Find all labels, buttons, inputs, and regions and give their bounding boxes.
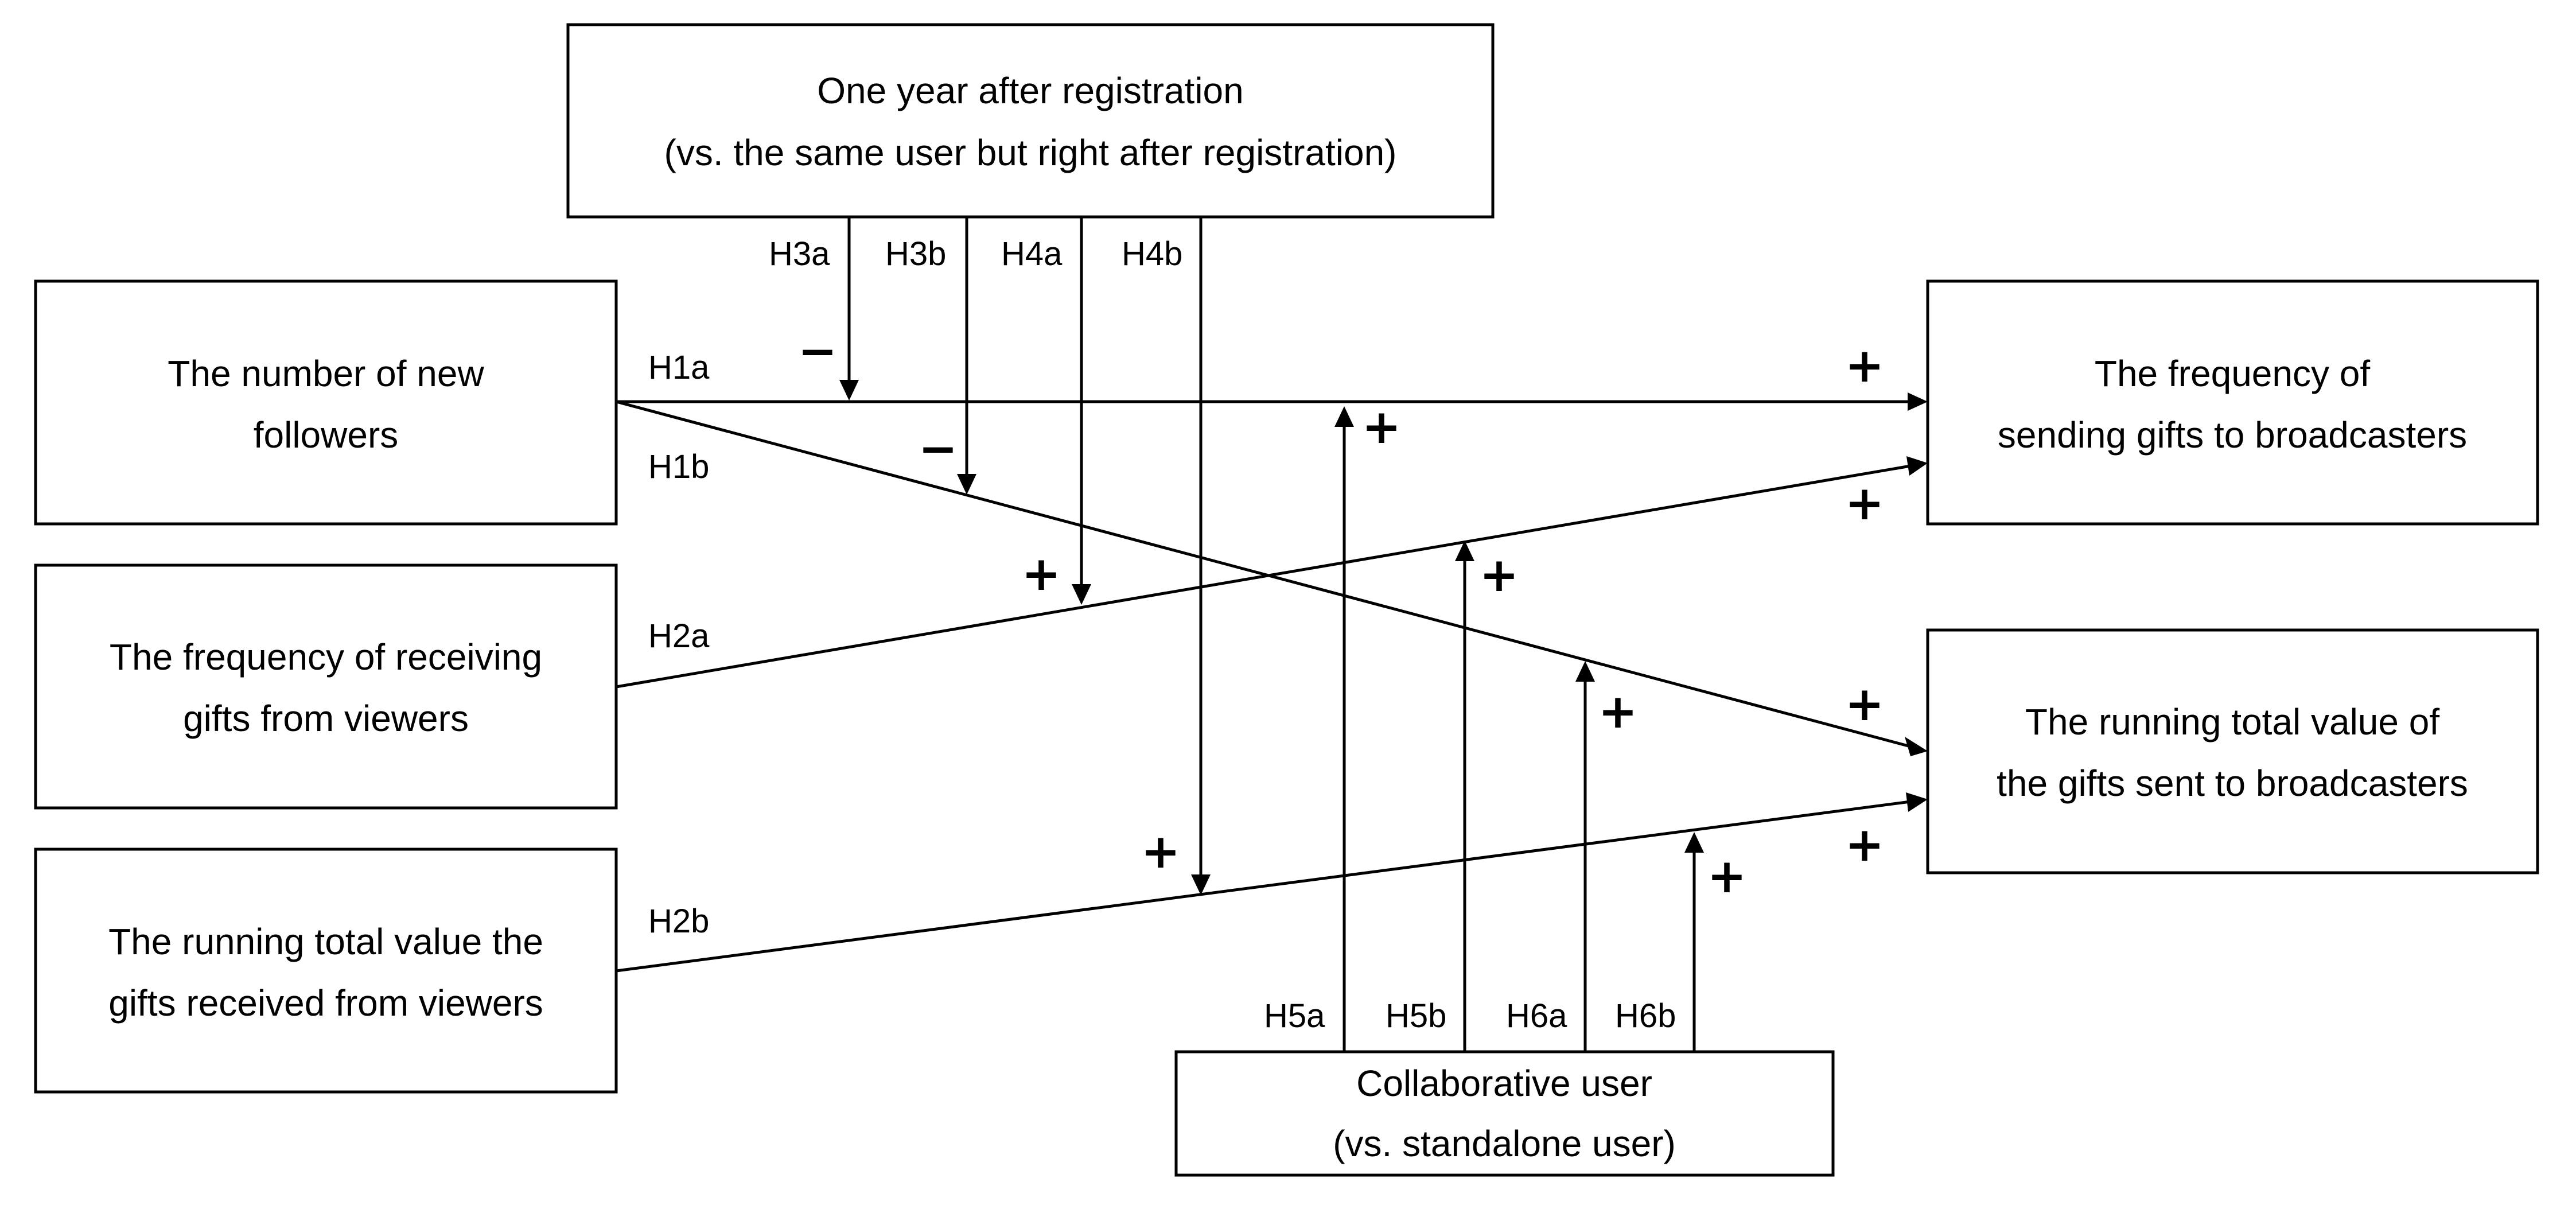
freq-sending-line1: The frequency of <box>2095 353 2371 394</box>
label-h6b: H6b <box>1615 997 1676 1035</box>
label-h4b: H4b <box>1122 235 1182 273</box>
sign-h2a: + <box>1845 476 1885 531</box>
moderator-top-line1: One year after registration <box>817 70 1243 111</box>
moderator-bottom-line2: (vs. standalone user) <box>1333 1123 1676 1164</box>
sign-h3a: − <box>798 324 838 379</box>
box-freq-receiving: The frequency of receiving gifts from vi… <box>34 563 618 810</box>
label-h4a: H4a <box>1001 235 1063 273</box>
freq-sending-line2: sending gifts to broadcasters <box>1998 414 2467 456</box>
path-h1a <box>616 392 1928 411</box>
value-sent-line1: The running total value of <box>2025 701 2439 742</box>
sign-h1b: + <box>1845 677 1885 732</box>
moderator-box-one-year: One year after registration (vs. the sam… <box>566 23 1495 219</box>
sign-h5b: + <box>1480 548 1519 602</box>
label-h3b: H3b <box>885 235 946 273</box>
moderator-arrow-h6a <box>1575 661 1595 1052</box>
sign-h3b: − <box>919 422 958 476</box>
label-h1a: H1a <box>648 349 710 386</box>
sign-h4b: + <box>1141 825 1181 879</box>
sign-h6b: + <box>1707 849 1747 904</box>
label-h3a: H3a <box>769 235 830 273</box>
label-h5a: H5a <box>1264 997 1325 1035</box>
box-new-followers: The number of new followers <box>34 279 618 526</box>
moderator-box-collaborative: Collaborative user (vs. standalone user) <box>1174 1050 1835 1177</box>
label-h5b: H5b <box>1386 997 1446 1035</box>
freq-receiving-line1: The frequency of receiving <box>110 636 542 678</box>
value-sent-line2: the gifts sent to broadcasters <box>1997 763 2468 804</box>
label-h2b: H2b <box>648 903 709 940</box>
sign-h2b: + <box>1845 818 1885 872</box>
path-h2b <box>616 792 1928 973</box>
moderator-arrow-h3b <box>957 217 976 495</box>
sign-h5a: + <box>1362 400 1402 454</box>
moderator-bottom-line1: Collaborative user <box>1356 1063 1652 1104</box>
path-h2a <box>616 456 1928 689</box>
label-h1b: H1b <box>648 448 709 485</box>
value-received-line2: gifts received from viewers <box>108 982 543 1024</box>
label-h2a: H2a <box>648 617 710 655</box>
moderator-arrow-h3a <box>839 217 859 401</box>
sign-h4a: + <box>1022 547 1061 601</box>
box-freq-sending: The frequency of sending gifts to broadc… <box>1926 279 2539 526</box>
box-value-received: The running total value the gifts receiv… <box>34 848 618 1094</box>
box-value-sent: The running total value of the gifts sen… <box>1926 628 2539 874</box>
value-received-line1: The running total value the <box>108 921 543 962</box>
moderator-arrow-h5a <box>1334 406 1354 1052</box>
new-followers-line1: The number of new <box>168 353 484 394</box>
moderator-arrow-h6b <box>1684 832 1704 1052</box>
label-h6a: H6a <box>1506 997 1567 1035</box>
sign-h6a: + <box>1598 685 1638 739</box>
new-followers-line2: followers <box>254 414 399 456</box>
sign-h1a: + <box>1845 339 1885 393</box>
moderator-arrow-h4b <box>1191 217 1211 895</box>
path-h1b <box>616 400 1928 756</box>
moderator-arrow-h5b <box>1455 541 1474 1052</box>
moderator-arrow-h4a <box>1072 217 1091 605</box>
freq-receiving-line2: gifts from viewers <box>183 698 469 739</box>
moderator-top-line2: (vs. the same user but right after regis… <box>664 132 1397 173</box>
